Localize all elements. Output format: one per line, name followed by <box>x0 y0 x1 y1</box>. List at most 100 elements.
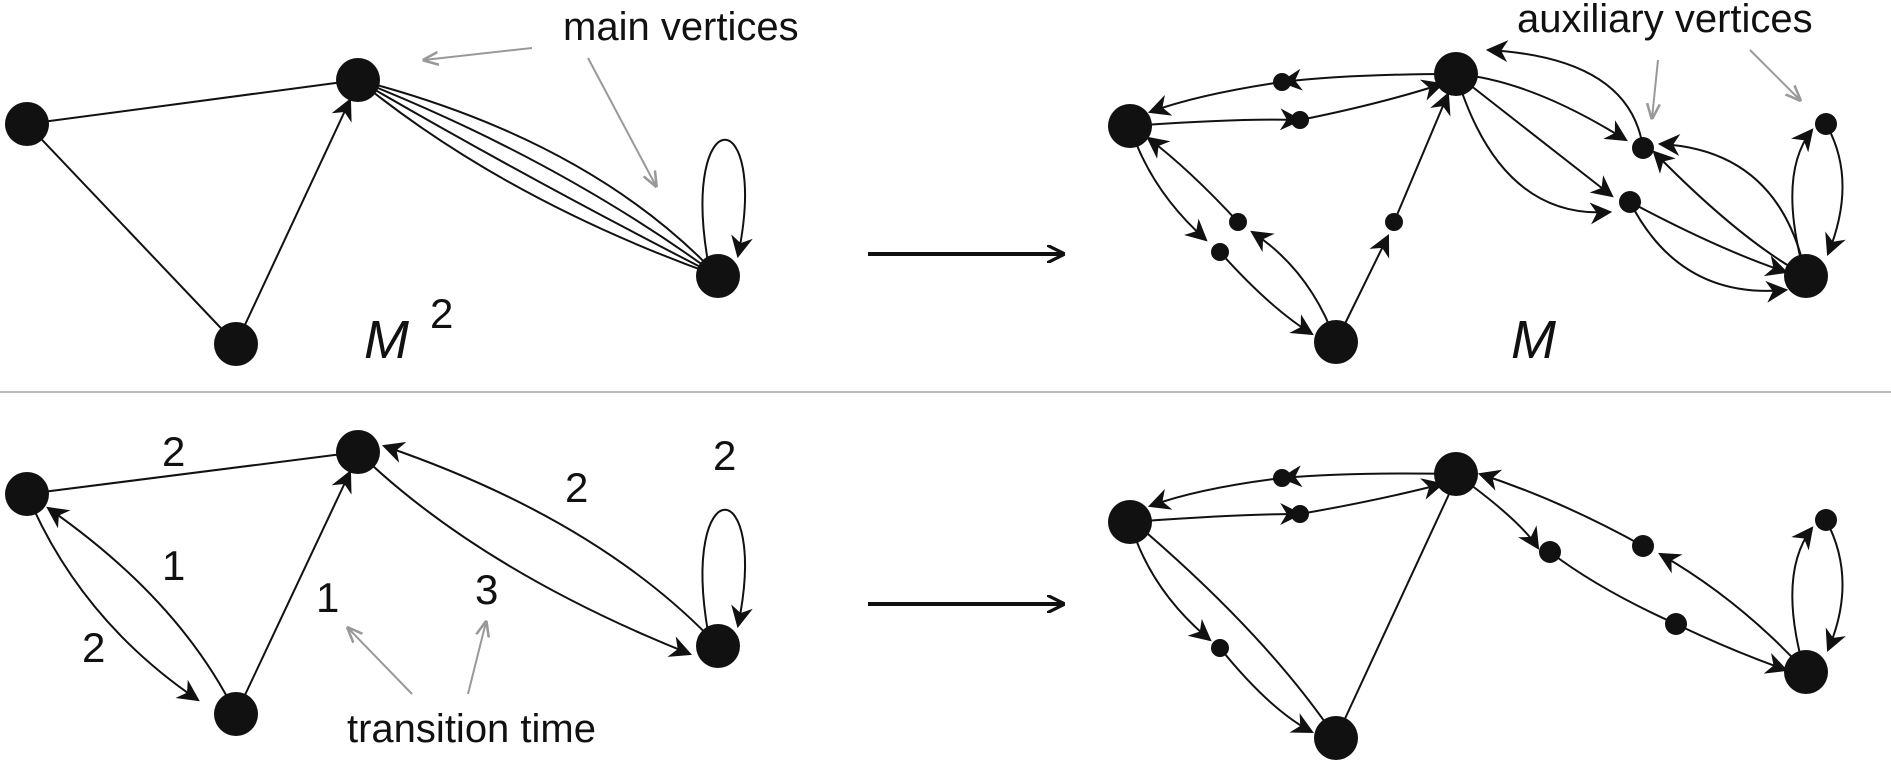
main-vertex <box>696 624 740 668</box>
pointer-arrow <box>1749 49 1800 100</box>
matrix-label-m: M <box>1511 310 1556 370</box>
edge-arrow <box>1393 91 1451 223</box>
edge-arrow <box>1279 68 1457 91</box>
main-vertex <box>5 102 49 146</box>
auxiliary-vertex <box>1273 73 1291 91</box>
pointer-arrow <box>424 47 533 60</box>
auxiliary-vertex <box>1619 191 1641 213</box>
auxiliary-vertex <box>1632 535 1654 557</box>
edge-arrow <box>1825 123 1846 257</box>
main-vertex <box>336 58 380 102</box>
main-vertex <box>1434 52 1478 96</box>
edge-arrow <box>46 506 237 715</box>
auxiliary-vertex <box>1632 137 1654 159</box>
auxiliary-vertex <box>1815 509 1837 531</box>
graph-m <box>1129 40 1846 343</box>
multi-edge <box>357 79 719 277</box>
edge <box>26 79 359 125</box>
edge-weight: 3 <box>475 566 498 613</box>
main-vertex <box>1108 104 1152 148</box>
edge-arrow <box>1485 40 1644 149</box>
edge-arrow <box>1675 623 1789 674</box>
edge-arrow <box>1825 519 1846 653</box>
main-vertex <box>214 692 258 736</box>
edge-weight: 1 <box>162 542 185 589</box>
edge-arrow <box>357 451 693 657</box>
main-vertices-weighted <box>5 430 740 736</box>
edge-arrow <box>1791 526 1814 655</box>
edge-arrow <box>1299 478 1445 515</box>
edge-arrow <box>1299 79 1445 121</box>
auxiliary-vertices-label: auxiliary vertices <box>1517 0 1813 41</box>
auxiliary-vertex <box>1211 243 1229 261</box>
main-vertex <box>336 430 380 474</box>
multi-edge <box>357 79 719 277</box>
edge-arrow <box>235 470 352 715</box>
edge-arrow <box>1455 73 1613 225</box>
edge-arrow <box>1219 251 1314 336</box>
main-vertices-m <box>1108 52 1828 364</box>
edge-arrow <box>1657 134 1807 277</box>
edge-weight: 1 <box>316 574 339 621</box>
edge-weight: 2 <box>565 464 588 511</box>
multi-edge <box>357 79 719 277</box>
matrix-exponent: 2 <box>430 290 453 337</box>
auxiliary-vertex <box>1665 613 1687 635</box>
graph-weighted <box>26 442 753 715</box>
main-vertex <box>1314 320 1358 364</box>
auxiliary-vertex <box>1815 113 1837 135</box>
edge-arrow <box>1279 465 1457 488</box>
edge-arrow <box>1791 128 1814 257</box>
edge-arrow <box>235 98 352 345</box>
main-vertex <box>1784 650 1828 694</box>
edge <box>1549 551 1677 625</box>
edge <box>1335 491 1451 739</box>
multi-edge <box>357 79 719 277</box>
main-vertex <box>214 322 258 366</box>
auxiliary-vertex <box>1291 111 1309 129</box>
edge-arrow <box>1658 552 1807 673</box>
matrix-label-m2: M <box>364 310 409 370</box>
edge-arrow <box>1455 73 1614 198</box>
auxiliary-vertex <box>1229 213 1247 231</box>
edge-arrow <box>1146 136 1239 223</box>
edge-weight: 2 <box>162 428 185 475</box>
edge-arrow <box>1629 201 1789 303</box>
edge-arrow <box>1129 503 1303 526</box>
self-loop <box>701 508 753 633</box>
edge-weight: 2 <box>713 432 736 479</box>
auxiliary-vertices-m <box>1211 73 1837 261</box>
edge-arrow <box>1147 81 1283 116</box>
graph-expanded <box>1129 465 1846 739</box>
auxiliary-vertex <box>1385 213 1403 231</box>
edge-arrow <box>381 442 719 647</box>
edge-arrow <box>1455 73 1628 142</box>
pointer-arrow <box>1652 59 1658 118</box>
edge <box>26 123 237 345</box>
main-vertex <box>1784 254 1828 298</box>
main-vertex <box>1434 452 1478 496</box>
main-vertex <box>1314 716 1358 760</box>
main-vertex <box>696 254 740 298</box>
self-loop <box>701 138 753 263</box>
main-vertex <box>5 472 49 516</box>
edge-weight: 2 <box>82 624 105 671</box>
pointer-arrow <box>348 628 413 695</box>
edge <box>26 451 359 495</box>
edge-arrow <box>1147 477 1283 510</box>
auxiliary-vertex <box>1291 505 1309 523</box>
auxiliary-vertex <box>1539 541 1561 563</box>
transition-time-label: transition time <box>347 707 596 751</box>
main-vertices-label: main vertices <box>563 5 799 49</box>
pointer-arrow <box>587 57 656 186</box>
edge <box>1147 533 1337 739</box>
edge-weights: 2 1 2 2 2 1 3 <box>82 428 736 671</box>
edge-arrow <box>1477 469 1644 547</box>
edge-arrow <box>1129 108 1303 131</box>
auxiliary-vertex <box>1211 639 1229 657</box>
main-vertices-m2 <box>5 58 740 366</box>
graph-m-squared <box>26 79 753 345</box>
edge-arrow <box>1219 647 1314 734</box>
auxiliary-vertices-expanded <box>1211 469 1837 657</box>
